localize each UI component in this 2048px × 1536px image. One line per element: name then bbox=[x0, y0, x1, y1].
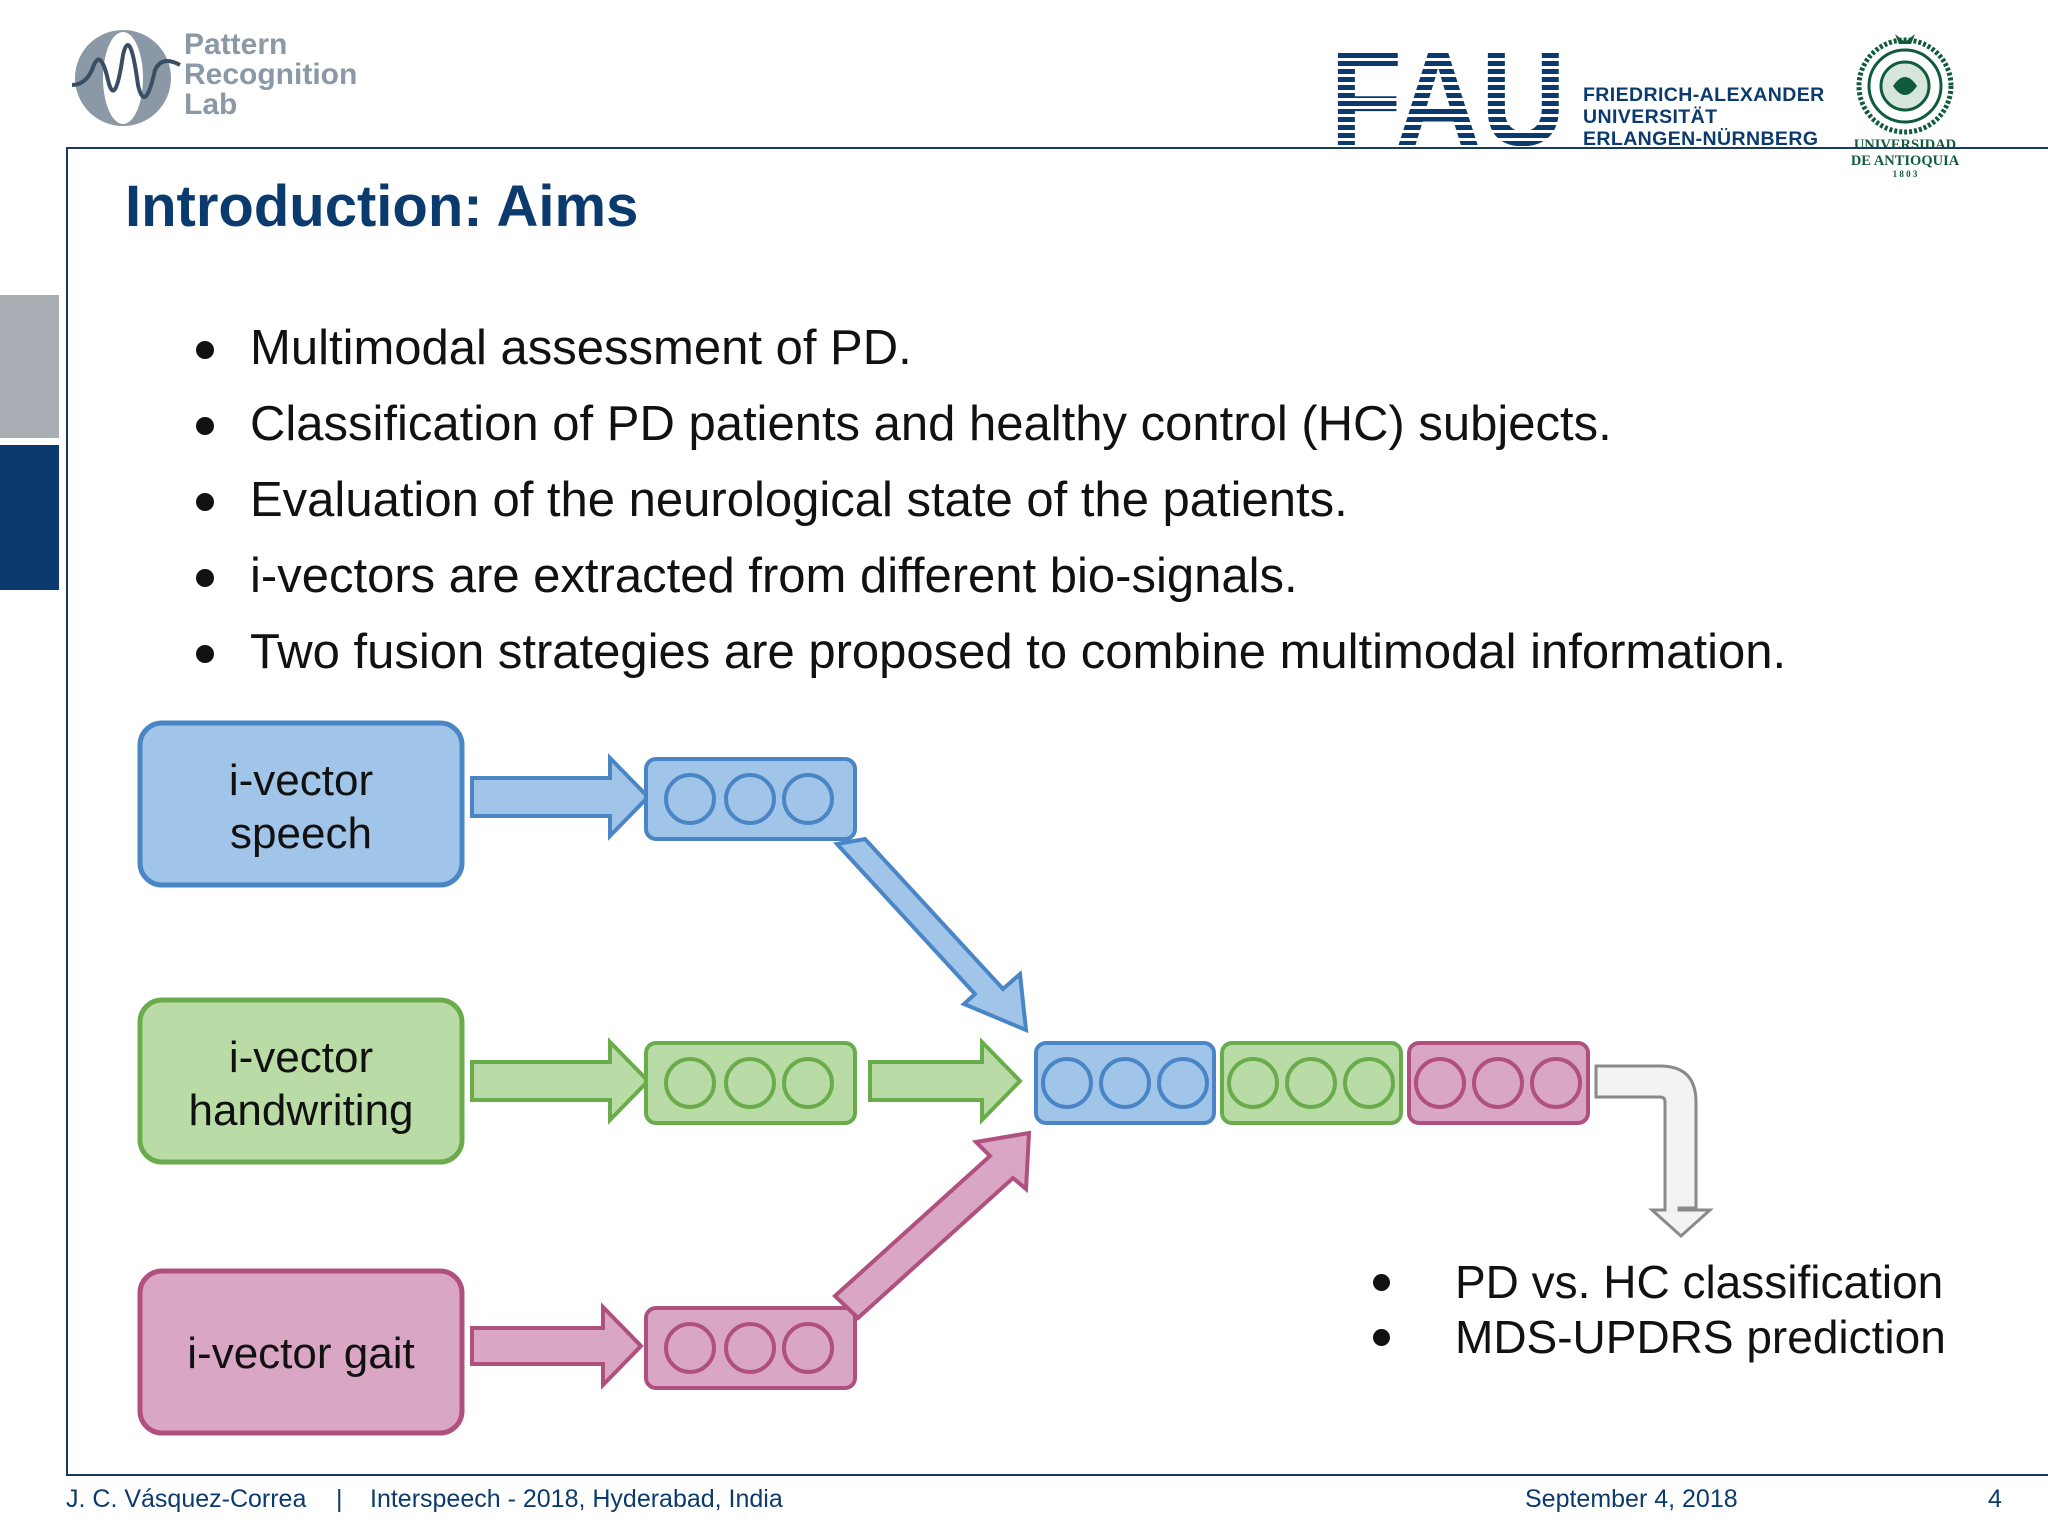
source-box-handwriting: i-vector handwriting bbox=[137, 997, 465, 1165]
source-label-handwriting-line2: handwriting bbox=[188, 1086, 413, 1135]
arrow-speech-diagonal bbox=[833, 836, 1029, 1034]
source-box-speech: i-vector speech bbox=[137, 720, 465, 888]
output-item: PD vs. HC classification bbox=[1365, 1255, 1946, 1310]
source-label-speech-line1: i-vector bbox=[229, 756, 373, 805]
footer-date: September 4, 2018 bbox=[1525, 1485, 1738, 1513]
source-label-handwriting-line1: i-vector bbox=[229, 1033, 373, 1082]
source-label-gait: i-vector gait bbox=[187, 1329, 414, 1378]
side-marker-blue bbox=[0, 445, 59, 590]
aims-list: Multimodal assessment of PD. Classificat… bbox=[190, 310, 1786, 690]
side-marker-grey bbox=[0, 295, 59, 438]
bullet-item: Classification of PD patients and health… bbox=[190, 386, 1786, 462]
bullet-dot bbox=[196, 493, 214, 511]
bullet-item: Evaluation of the neurological state of … bbox=[190, 462, 1786, 538]
vector-gait bbox=[644, 1306, 857, 1390]
lab-logo-text: Pattern Recognition Lab bbox=[184, 28, 358, 121]
bullet-item: Multimodal assessment of PD. bbox=[190, 310, 1786, 386]
output-arrow bbox=[1594, 1064, 1714, 1239]
bullet-item: i-vectors are extracted from different b… bbox=[190, 538, 1786, 614]
fused-vector bbox=[1034, 1041, 1590, 1125]
fusion-diagram: i-vector speech i-vector handwriting i-v… bbox=[137, 720, 1714, 1436]
bullet-item: Two fusion strategies are proposed to co… bbox=[190, 614, 1786, 690]
vector-speech bbox=[644, 757, 857, 841]
fau-university-name: FRIEDRICH-ALEXANDER UNIVERSITÄT ERLANGEN… bbox=[1583, 84, 1825, 150]
source-box-gait: i-vector gait bbox=[137, 1268, 465, 1436]
arrow-handwriting-to-fusion bbox=[868, 1037, 1023, 1125]
udea-name: UNIVERSIDAD DE ANTIOQUIA 1 8 0 3 bbox=[1850, 137, 1960, 179]
bullet-dot bbox=[1373, 1274, 1390, 1291]
footer-conference: Interspeech - 2018, Hyderabad, India bbox=[370, 1485, 783, 1513]
output-list: PD vs. HC classification MDS-UPDRS predi… bbox=[1365, 1255, 1946, 1365]
slide-frame bbox=[66, 147, 2048, 1476]
footer-author: J. C. Vásquez-Correa bbox=[66, 1485, 307, 1513]
fau-logo: FAU bbox=[1330, 45, 1566, 149]
bullet-dot bbox=[196, 645, 214, 663]
bullet-dot bbox=[196, 341, 214, 359]
slide-title: Introduction: Aims bbox=[125, 174, 639, 239]
bullet-dot bbox=[196, 417, 214, 435]
arrow-speech-right bbox=[470, 753, 651, 841]
vector-handwriting bbox=[644, 1041, 857, 1125]
bullet-dot bbox=[1373, 1329, 1390, 1346]
output-item: MDS-UPDRS prediction bbox=[1365, 1310, 1946, 1365]
footer-separator: | bbox=[336, 1485, 343, 1513]
source-label-speech-line2: speech bbox=[230, 809, 372, 858]
arrow-handwriting-right bbox=[470, 1037, 651, 1125]
arrow-gait-diagonal bbox=[832, 1130, 1032, 1321]
footer-page-number: 4 bbox=[1988, 1485, 2002, 1513]
udea-seal-icon bbox=[1856, 34, 1954, 135]
fau-wordmark: FAU bbox=[1330, 45, 1566, 149]
bullet-dot bbox=[196, 569, 214, 587]
pattern-recognition-lab-logo bbox=[71, 30, 181, 126]
arrow-gait-right bbox=[470, 1302, 644, 1390]
